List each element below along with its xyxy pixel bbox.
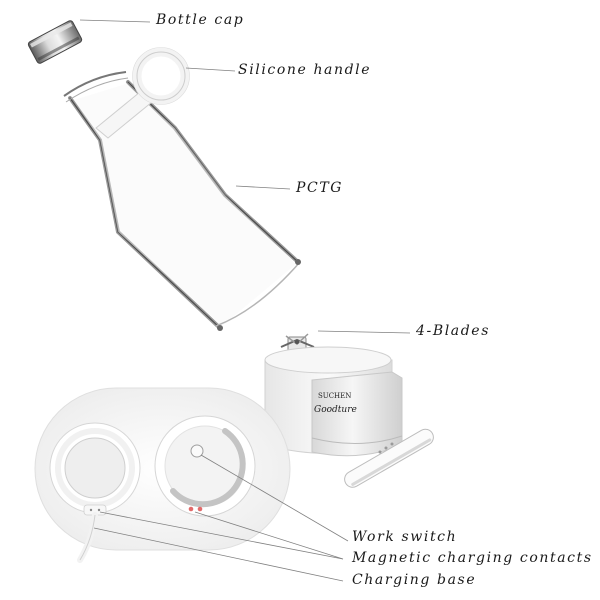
label-silicone-handle: Silicone handle bbox=[238, 62, 372, 78]
charging-base-ring bbox=[49, 422, 141, 563]
leader-silicone-handle bbox=[185, 67, 236, 72]
label-pctg: PCTG bbox=[296, 180, 344, 196]
blender-bottom-view bbox=[154, 415, 256, 517]
leader-charging-base bbox=[93, 527, 344, 582]
leader-blades bbox=[317, 330, 411, 334]
brand-script: Goodture bbox=[314, 405, 357, 415]
charging-dock bbox=[34, 387, 291, 563]
leader-bottle-cap bbox=[79, 19, 151, 23]
label-bottle-cap: Bottle cap bbox=[156, 12, 245, 28]
label-work-switch: Work switch bbox=[352, 529, 458, 545]
blender-base: SUCHEN Goodture bbox=[264, 333, 403, 457]
leader-work-switch bbox=[200, 454, 349, 542]
silicone-handle bbox=[95, 47, 190, 139]
leader-magnetic-contacts-a bbox=[99, 511, 344, 560]
leader-pctg bbox=[235, 185, 291, 190]
label-magnetic-charging-contacts: Magnetic charging contacts bbox=[352, 550, 593, 566]
leader-magnetic-contacts-b bbox=[194, 511, 344, 560]
bottle-cap bbox=[27, 20, 83, 64]
brand-name: SUCHEN bbox=[318, 392, 351, 400]
label-blades: 4-Blades bbox=[416, 323, 490, 339]
leader-lines bbox=[79, 19, 411, 582]
base-bottom-disc bbox=[344, 428, 434, 488]
label-charging-base: Charging base bbox=[352, 572, 477, 588]
pctg-bottle bbox=[63, 71, 301, 331]
